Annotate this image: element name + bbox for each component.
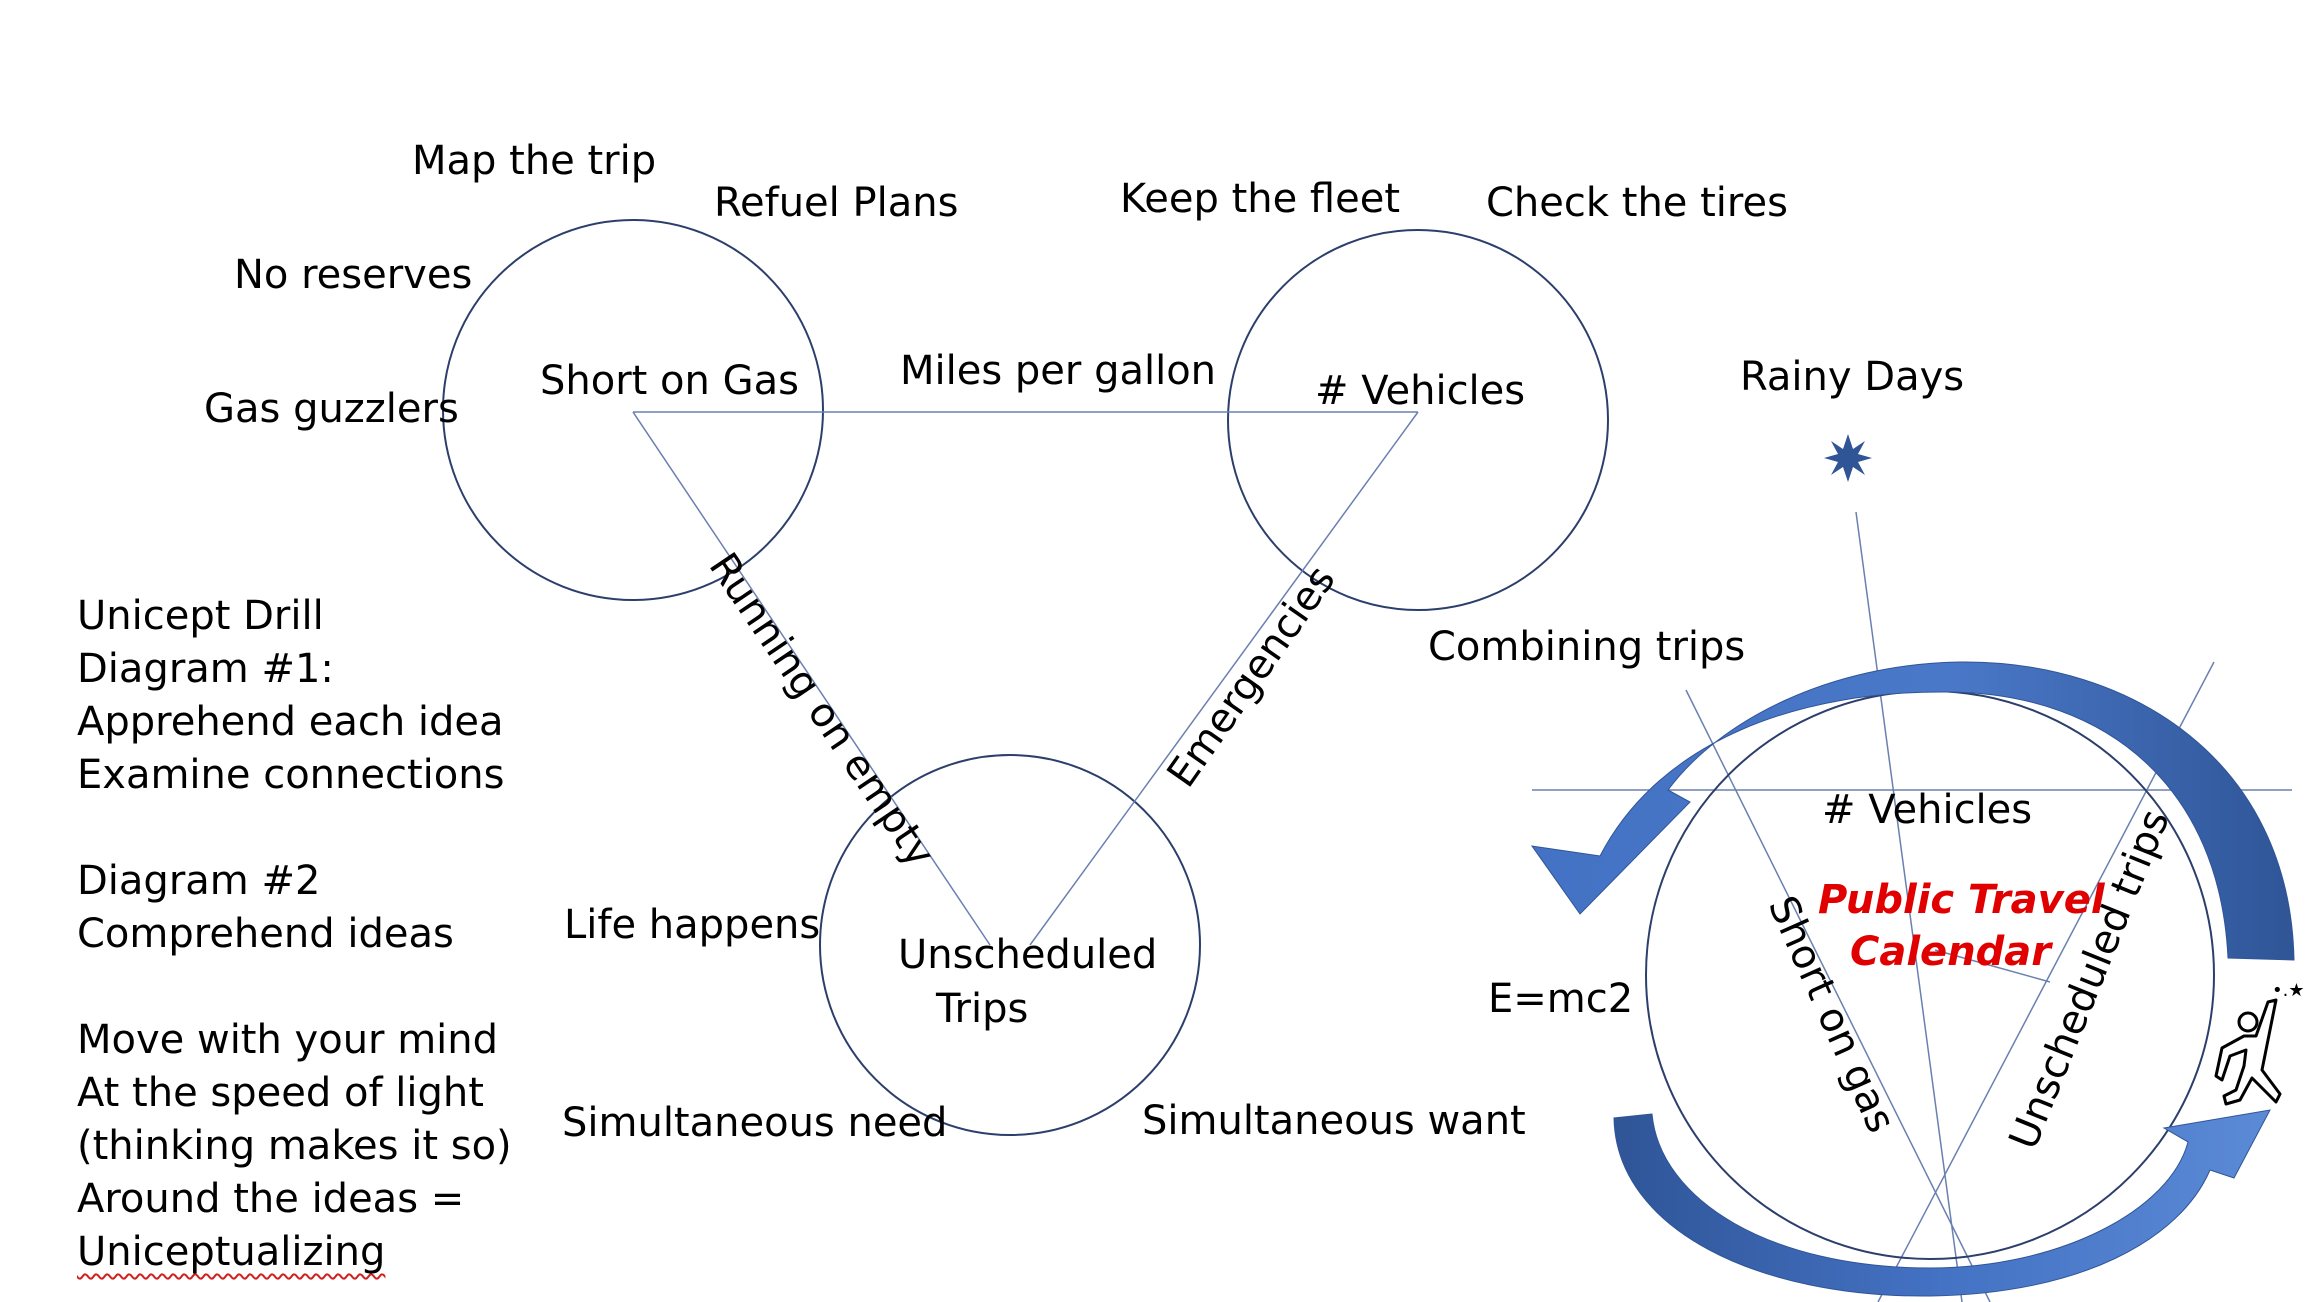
note-line: Apprehend each idea <box>77 699 504 745</box>
node-circle-unscheduled-trips <box>819 754 1201 1136</box>
d2-label-formula: E=mc2 <box>1488 976 1633 1022</box>
note-spacer <box>77 802 537 855</box>
label-combining-trips: Combining trips <box>1428 624 1745 670</box>
node-unscheduled-line1: Unscheduled <box>898 932 1157 978</box>
node-circle-vehicles <box>1227 229 1609 611</box>
d2-label-unscheduled-trips: Unscheduled trips <box>2001 803 2179 1155</box>
d2-label-short-on-gas: Short on gas <box>1759 889 1904 1139</box>
label-simultaneous-need: Simultaneous need <box>562 1100 947 1146</box>
note-line: Diagram #1: <box>77 646 334 692</box>
svg-text:•.★: •.★ <box>2272 980 2304 1001</box>
label-life-happens: Life happens <box>564 902 820 948</box>
edge-label-running-on-empty: Running on empty <box>700 545 944 875</box>
note-line: Diagram #2 <box>77 858 321 904</box>
d2-center-line2: Calendar <box>1850 929 2053 975</box>
note-line: Examine connections <box>77 752 505 798</box>
cycle-arrow-top <box>1530 661 2295 961</box>
label-map-the-trip: Map the trip <box>412 138 656 184</box>
node-circle-short-on-gas <box>442 219 824 601</box>
label-no-reserves: No reserves <box>234 252 472 298</box>
notes-panel: Unicept Drill Diagram #1: Apprehend each… <box>77 590 537 1279</box>
node-unscheduled-line2: Trips <box>935 986 1028 1032</box>
spellcheck-word: Uniceptualizing <box>77 1229 386 1275</box>
label-gas-guzzlers: Gas guzzlers <box>204 386 459 432</box>
edge-label-emergencies: Emergencies <box>1159 558 1345 796</box>
note-line: Move with your mind <box>77 1017 499 1063</box>
node-short-on-gas: Short on Gas <box>540 358 799 404</box>
label-rainy-days: Rainy Days <box>1740 354 1964 400</box>
d2-line-left <box>1685 689 1991 1302</box>
d2-line-rainy <box>1855 511 1963 1302</box>
d2-center-line1: Public Travel <box>1818 877 2106 923</box>
label-simultaneous-want: Simultaneous want <box>1142 1098 1526 1144</box>
label-keep-the-fleet: Keep the fleet <box>1120 176 1400 222</box>
label-refuel-plans: Refuel Plans <box>714 180 958 226</box>
star-burst-icon <box>1824 434 1872 482</box>
edge-vehicles-unscheduled <box>1029 411 1419 946</box>
edge-label-miles-per-gallon: Miles per gallon <box>900 348 1216 394</box>
note-line: Unicept Drill <box>77 593 324 639</box>
note-line: Comprehend ideas <box>77 911 454 957</box>
note-spacer <box>77 961 537 1014</box>
note-line: Around the ideas = <box>77 1176 465 1222</box>
cycle-arrow-bottom <box>1613 1109 2271 1297</box>
d2-label-vehicles: # Vehicles <box>1822 787 2032 833</box>
d2-line-center <box>1934 949 2051 983</box>
d2-circle <box>1645 690 2215 1260</box>
edge-gas-unscheduled <box>632 411 991 946</box>
note-line-last: Uniceptualizing <box>77 1226 537 1279</box>
note-line: (thinking makes it so) <box>77 1123 512 1169</box>
note-line: At the speed of light <box>77 1070 484 1116</box>
running-person-icon: •.★ <box>2214 980 2304 1106</box>
label-check-the-tires: Check the tires <box>1486 180 1788 226</box>
node-vehicles: # Vehicles <box>1315 368 1525 414</box>
